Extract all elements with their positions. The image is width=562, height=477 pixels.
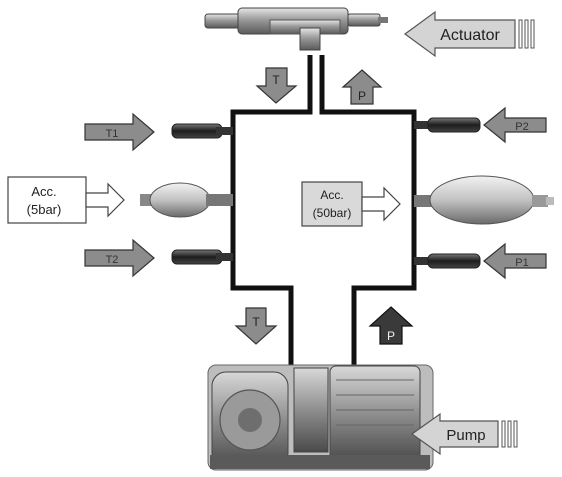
sensor-arrow-t1: T1 [85, 114, 154, 150]
return-line-top [233, 55, 310, 368]
pressure-sensor-t1 [172, 124, 233, 138]
sensor-label-t2: T2 [106, 254, 119, 266]
sensor-label-t1: T1 [106, 128, 119, 140]
acc-high-pointer-arrow [362, 188, 400, 220]
actuator-label-arrow: Actuator [405, 12, 534, 56]
sensor-label-p1: P1 [515, 257, 528, 269]
actuator-cylinder [205, 8, 388, 50]
acc-low-label-line1: Acc. [31, 184, 56, 199]
acc-high-label-line2: (50bar) [313, 206, 352, 220]
pressure-sensor-p2 [414, 118, 480, 132]
pump-motor-assembly [208, 365, 433, 470]
sensor-label-p2: P2 [515, 121, 528, 133]
acc-high-label-box: Acc. (50bar) [302, 182, 362, 226]
flow-arrow-p-bottom: P [370, 307, 412, 344]
pump-label: Pump [446, 427, 485, 444]
pressure-sensor-p1 [414, 254, 480, 268]
flow-label-t-top: T [272, 73, 280, 87]
acc-high-label-line1: Acc. [320, 188, 343, 202]
actuator-label: Actuator [440, 27, 500, 44]
acc-low-pointer-arrow [86, 184, 124, 216]
flow-label-t-bottom: T [252, 315, 260, 329]
flow-arrow-t-top: T [257, 68, 296, 103]
sensor-arrow-t2: T2 [85, 240, 154, 276]
sensor-arrow-p1: P1 [484, 244, 546, 278]
flow-arrow-p-top: P [343, 70, 381, 104]
flow-label-p-bottom: P [387, 329, 395, 343]
acc-low-label-box: Acc. (5bar) [8, 177, 86, 223]
flow-label-p-top: P [358, 89, 366, 103]
sensor-arrow-p2: P2 [484, 108, 546, 142]
accumulator-50bar [414, 176, 554, 224]
acc-low-label-line2: (5bar) [27, 202, 62, 217]
pressure-sensor-t2 [172, 250, 233, 264]
accumulator-5bar [140, 183, 233, 217]
flow-arrow-t-bottom: T [236, 308, 276, 344]
